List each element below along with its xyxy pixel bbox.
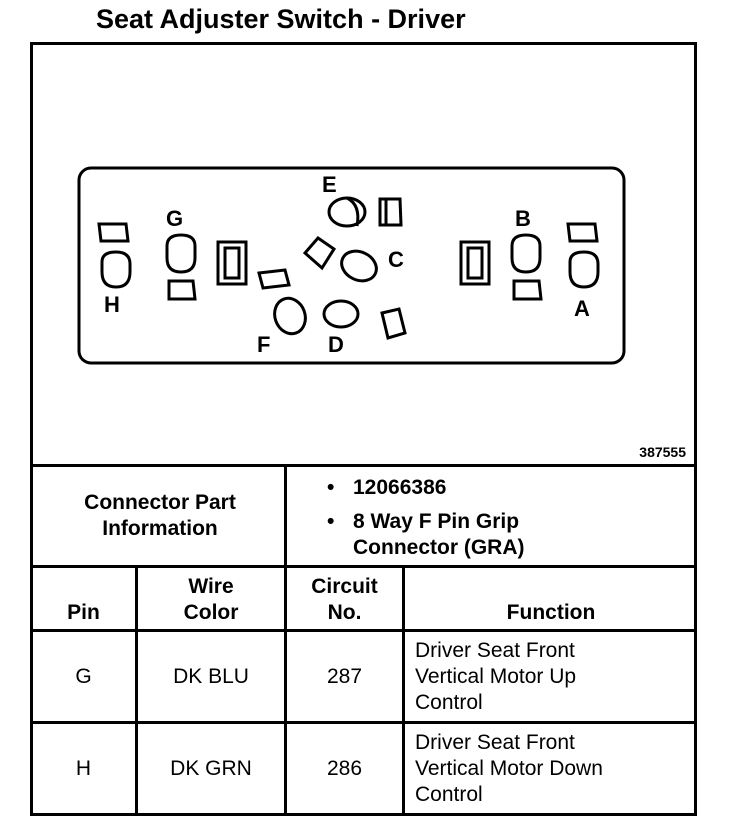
table-top-rule xyxy=(30,464,697,467)
connector-description-line2: Connector (GRA) xyxy=(353,536,525,559)
pin-cavity-e-latch xyxy=(378,197,403,227)
part-number-row: • 12066386 xyxy=(327,475,446,501)
pin-cavity-a-latch xyxy=(566,222,599,243)
row-1-circuit: 287 xyxy=(326,665,363,688)
pin-label-c: C xyxy=(388,247,404,272)
row-2-function-line2: Vertical Motor Down xyxy=(415,757,603,780)
row-1-pin: G xyxy=(75,665,92,688)
row-2-function-line3: Control xyxy=(415,783,483,806)
header-circuit-line1: Circuit xyxy=(311,575,378,598)
connector-info-bottom-rule xyxy=(30,565,697,568)
row-1-function-line1: Driver Seat Front xyxy=(415,639,575,662)
pin-label-e: E xyxy=(322,172,337,197)
row-2-circuit: 286 xyxy=(326,757,363,780)
col-divider-1 xyxy=(135,565,138,816)
bullet-glyph: • xyxy=(327,510,335,533)
pin-cavity-c-latch xyxy=(302,236,337,271)
pin-cavity-h-latch xyxy=(97,222,130,243)
pin-cavity-d-latch xyxy=(380,307,407,340)
pin-cavity-c-terminal xyxy=(340,249,378,283)
description-row: • 8 Way F Pin Grip xyxy=(327,509,519,535)
document-frame xyxy=(30,42,697,816)
header-circuit-line2: No. xyxy=(327,601,362,624)
header-function: Function xyxy=(506,601,596,624)
pin-cavity-d-terminal xyxy=(322,299,360,329)
pin-cavity-f-terminal xyxy=(273,296,307,336)
row-1-function-line2: Vertical Motor Up xyxy=(415,665,577,688)
header-wire-color-line2: Color xyxy=(183,601,239,624)
pin-cavity-f-latch xyxy=(257,268,291,290)
pin-label-a: A xyxy=(574,296,590,321)
header-wire-color-line1: Wire xyxy=(188,575,234,598)
header-bottom-rule xyxy=(30,629,697,632)
row-1-function-line3: Control xyxy=(415,691,483,714)
row-1-wire-color: DK BLU xyxy=(173,665,249,688)
connector-info-label: Connector Part Information xyxy=(84,491,236,540)
pin-label-d: D xyxy=(328,332,344,357)
col-divider-2 xyxy=(284,565,287,816)
pin-label-h: H xyxy=(104,292,120,317)
pin-label-g: G xyxy=(166,206,183,231)
row-2-function-line1: Driver Seat Front xyxy=(415,731,575,754)
figure-number: 387555 xyxy=(639,444,686,460)
part-number: 12066386 xyxy=(353,476,447,499)
col-divider-3 xyxy=(402,565,405,816)
pin-cavity-a-terminal xyxy=(568,250,600,289)
pin-cavity-g-terminal xyxy=(165,233,197,274)
connector-face-diagram: E G B C H A F D xyxy=(77,166,626,365)
pin-label-f: F xyxy=(257,332,270,357)
pin-cavity-b-latch xyxy=(512,279,543,301)
pin-cavity-e-terminal xyxy=(327,196,367,228)
pin-label-b: B xyxy=(515,206,531,231)
row-divider xyxy=(30,721,697,724)
connector-description-line1: 8 Way F Pin Grip xyxy=(353,510,520,533)
row-2-pin: H xyxy=(75,757,92,780)
pin-cavity-h-terminal xyxy=(100,250,132,289)
row-2-wire-color: DK GRN xyxy=(170,757,252,780)
page-title: Seat Adjuster Switch - Driver xyxy=(96,4,466,34)
pin-cavity-g-latch xyxy=(167,279,197,301)
connector-info-divider xyxy=(284,464,287,567)
header-pin: Pin xyxy=(67,601,100,624)
pin-cavity-b-terminal xyxy=(510,233,542,274)
bullet-glyph: • xyxy=(327,476,335,499)
